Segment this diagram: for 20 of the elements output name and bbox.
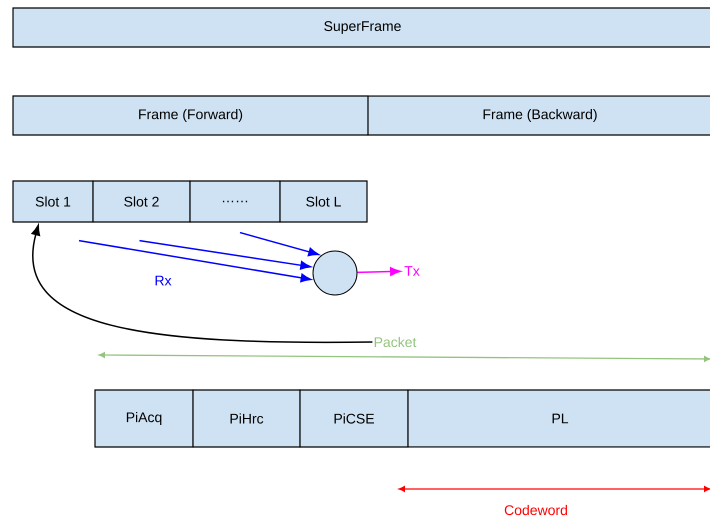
field-box: Slot L [279, 180, 368, 223]
arrow [357, 267, 401, 276]
circle-node [312, 250, 358, 296]
arrow [139, 240, 312, 270]
dimension-label: Codeword [504, 504, 567, 516]
field-box: PiHrc [192, 389, 301, 448]
arrow [78, 240, 312, 282]
field-box: Slot 2 [92, 180, 191, 223]
field-box: Frame (Forward) [12, 95, 369, 136]
text-label: Tx [404, 266, 420, 276]
field-box: SuperFrame [12, 7, 710, 48]
field-box: …… [189, 180, 281, 223]
field-box: Slot 1 [12, 180, 94, 223]
arrow [32, 224, 372, 344]
edge-label: Rx [153, 274, 173, 286]
field-box: PiAcq [94, 389, 194, 448]
field-box: Frame (Backward) [367, 95, 710, 136]
text-label: Packet [374, 336, 416, 348]
field-box: PiCSE [299, 389, 409, 448]
arrow [240, 232, 319, 256]
